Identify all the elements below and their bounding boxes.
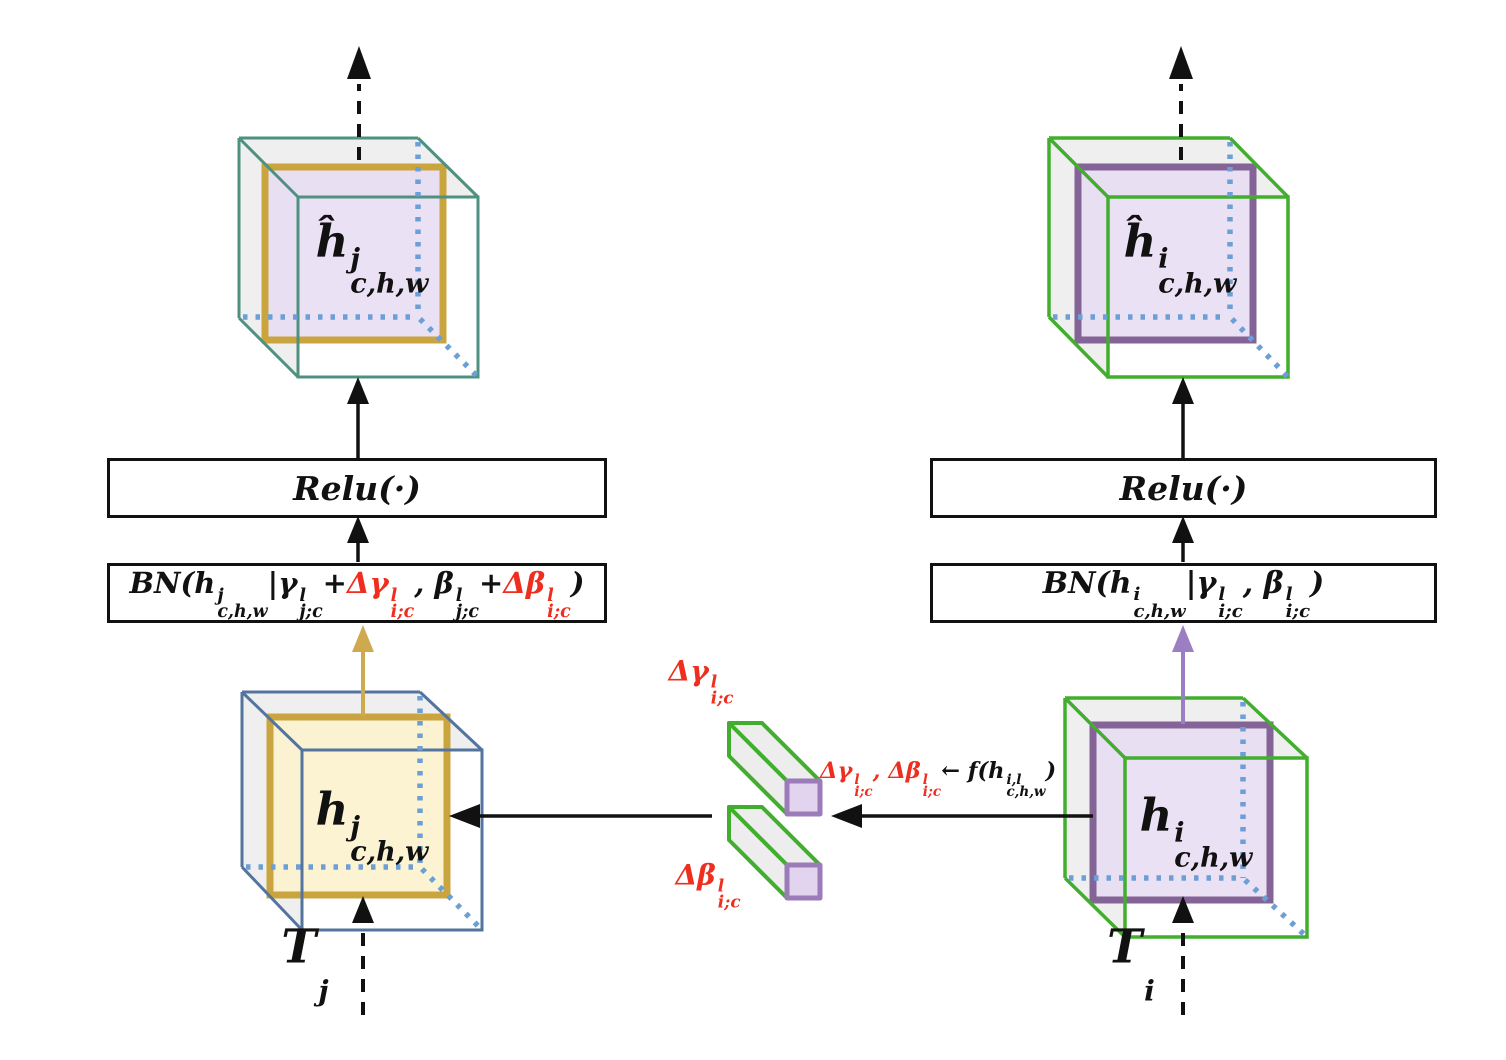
cube-front-face [1123,756,1309,939]
arrow-output-dashed-right [1169,46,1193,160]
stream-label-ti: T i [1107,919,1155,1008]
cube-edges [1047,136,1290,379]
stream-label-tj: T j [281,919,329,1008]
delta-beta-bar [727,805,823,901]
relu-box-right: Relu(·) [930,458,1437,518]
input-cube-right [1063,696,1309,940]
input-cube-left [240,690,484,932]
arrow-cube-to-bn-left [352,625,374,716]
output-cube-right [1047,136,1290,379]
hidden-edges [1069,702,1309,940]
arrow-input-dashed-left [352,896,374,1022]
cube-front-face [1106,195,1290,379]
bar-end-cap [784,778,823,817]
arrow-relu-to-cube-left [347,377,369,458]
relu-box-left: Relu(·) [107,458,607,518]
relu-label-right: Relu(·) [1119,468,1248,508]
arrow-output-dashed-left [347,46,371,160]
relu-label-left: Relu(·) [293,468,421,508]
cube-edges [1063,696,1309,939]
cube-front-face [300,748,484,932]
hidden-edges [246,696,484,932]
cube-edges [240,690,484,932]
hidden-edges [1053,142,1290,379]
arrow-input-dashed-right [1172,896,1194,1022]
bar-end-cap [784,862,823,901]
output-cube-left [237,136,480,379]
arrow-bn-to-relu-left [347,516,369,562]
arrow-relu-to-cube-right [1172,377,1194,458]
delta-gamma-bar [727,721,823,817]
cube-edges [237,136,480,379]
cube-front-face [296,195,480,379]
arrow-cube-to-bn-right [1172,625,1194,724]
hidden-edges [243,142,480,379]
arrow-bn-to-relu-right [1172,516,1194,562]
arrow-deltas-to-hj [449,804,712,828]
arrow-hi-to-deltas [831,804,1093,828]
